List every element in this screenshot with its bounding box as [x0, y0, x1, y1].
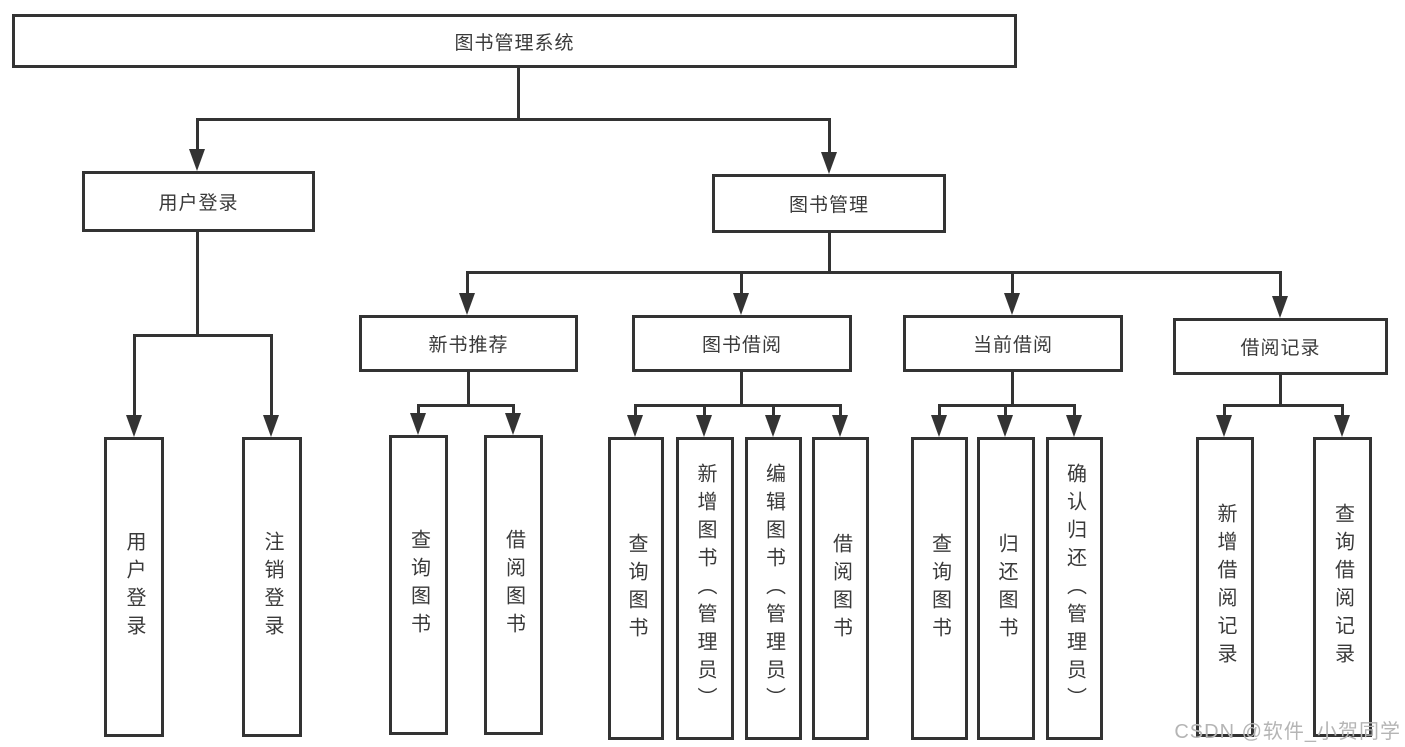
- connector-line: [517, 67, 520, 120]
- leaf-add-borrow-record: 新增借阅记录: [1196, 437, 1254, 737]
- arrowhead-icon: [696, 415, 712, 437]
- connector-line: [938, 404, 941, 417]
- connector-line: [196, 231, 199, 336]
- node-current-borrow-label: 当前借阅: [972, 335, 1053, 356]
- node-borrow-records: 借阅记录: [1173, 318, 1388, 375]
- connector-line: [133, 334, 273, 337]
- leaf-newrec-query-book-label: 查询图书: [407, 529, 430, 641]
- node-borrow-records-label: 借阅记录: [1240, 338, 1321, 359]
- csdn-watermark: CSDN @软件_小贺同学: [1174, 721, 1401, 743]
- arrowhead-icon: [832, 415, 848, 437]
- arrowhead-icon: [459, 293, 475, 315]
- leaf-logout: 注销登录: [242, 437, 302, 737]
- leaf-borrow-borrow-book-label: 借阅图书: [829, 532, 852, 645]
- connector-line: [740, 271, 743, 295]
- connector-line: [1279, 271, 1282, 298]
- connector-line: [1341, 404, 1344, 417]
- connector-line: [1279, 374, 1282, 407]
- leaf-add-book-admin-label: 新增图书（管理员）: [694, 462, 716, 715]
- node-root-label: 图书管理系统: [454, 32, 575, 54]
- node-book-borrow-label: 图书借阅: [701, 335, 782, 356]
- leaf-return-book-label: 归还图书: [995, 532, 1017, 645]
- node-book-management-label: 图书管理: [788, 195, 869, 216]
- arrowhead-icon: [1066, 415, 1082, 437]
- connector-line: [634, 404, 842, 407]
- connector-line: [634, 404, 637, 417]
- connector-line: [1011, 371, 1014, 407]
- leaf-newrec-borrow-book: 借阅图书: [484, 435, 543, 735]
- node-new-book-recommend-label: 新书推荐: [428, 335, 509, 356]
- arrowhead-icon: [1216, 415, 1232, 437]
- arrowhead-icon: [1272, 296, 1288, 318]
- connector-line: [1073, 404, 1076, 417]
- connector-line: [828, 118, 831, 154]
- leaf-user-login-label: 用户登录: [123, 531, 145, 643]
- connector-line: [196, 118, 831, 121]
- arrowhead-icon: [765, 415, 781, 437]
- arrowhead-icon: [1334, 415, 1350, 437]
- leaf-query-borrow-record: 查询借阅记录: [1313, 437, 1372, 737]
- node-root: 图书管理系统: [12, 14, 1017, 68]
- arrowhead-icon: [627, 415, 643, 437]
- leaf-return-book: 归还图书: [977, 437, 1035, 740]
- connector-line: [196, 118, 199, 152]
- arrowhead-icon: [126, 415, 142, 437]
- leaf-borrow-query-book-label: 查询图书: [625, 532, 647, 645]
- connector-line: [938, 404, 1076, 407]
- leaf-edit-book-admin-label: 编辑图书（管理员）: [762, 462, 785, 715]
- leaf-newrec-query-book: 查询图书: [389, 435, 448, 735]
- connector-line: [467, 371, 470, 407]
- node-new-book-recommend: 新书推荐: [359, 315, 578, 372]
- connector-line: [270, 334, 273, 418]
- connector-line: [512, 404, 515, 417]
- leaf-current-query-book: 查询图书: [911, 437, 968, 740]
- node-user-login: 用户登录: [82, 171, 315, 232]
- arrowhead-icon: [931, 415, 947, 437]
- leaf-newrec-borrow-book-label: 借阅图书: [502, 529, 525, 641]
- node-book-borrow: 图书借阅: [632, 315, 852, 372]
- leaf-add-book-admin: 新增图书（管理员）: [676, 437, 734, 740]
- leaf-query-borrow-record-label: 查询借阅记录: [1331, 503, 1354, 671]
- node-user-login-label: 用户登录: [158, 193, 239, 214]
- arrowhead-icon: [1004, 293, 1020, 315]
- connector-line: [1004, 404, 1007, 417]
- connector-line: [1223, 404, 1226, 417]
- connector-line: [466, 271, 469, 295]
- leaf-user-login: 用户登录: [104, 437, 164, 737]
- connector-line: [740, 371, 743, 407]
- arrowhead-icon: [410, 413, 426, 435]
- leaf-confirm-return-admin-label: 确认归还（管理员）: [1063, 462, 1086, 715]
- arrowhead-icon: [263, 415, 279, 437]
- arrowhead-icon: [733, 293, 749, 315]
- node-current-borrow: 当前借阅: [903, 315, 1123, 372]
- arrowhead-icon: [997, 415, 1013, 437]
- leaf-logout-label: 注销登录: [261, 531, 283, 643]
- leaf-edit-book-admin: 编辑图书（管理员）: [745, 437, 802, 740]
- connector-line: [772, 404, 775, 417]
- leaf-add-borrow-record-label: 新增借阅记录: [1214, 503, 1236, 671]
- connector-line: [1223, 404, 1344, 407]
- connector-line: [828, 232, 831, 274]
- connector-line: [466, 271, 1282, 274]
- leaf-borrow-borrow-book: 借阅图书: [812, 437, 869, 740]
- connector-line: [417, 404, 420, 417]
- connector-line: [839, 404, 842, 417]
- connector-line: [133, 334, 136, 418]
- arrowhead-icon: [505, 413, 521, 435]
- connector-line: [417, 404, 515, 407]
- arrowhead-icon: [821, 152, 837, 174]
- connector-line: [703, 404, 706, 417]
- arrowhead-icon: [189, 149, 205, 171]
- leaf-confirm-return-admin: 确认归还（管理员）: [1046, 437, 1103, 740]
- connector-line: [1011, 271, 1014, 295]
- node-book-management: 图书管理: [712, 174, 946, 233]
- leaf-current-query-book-label: 查询图书: [928, 532, 951, 645]
- leaf-borrow-query-book: 查询图书: [608, 437, 664, 740]
